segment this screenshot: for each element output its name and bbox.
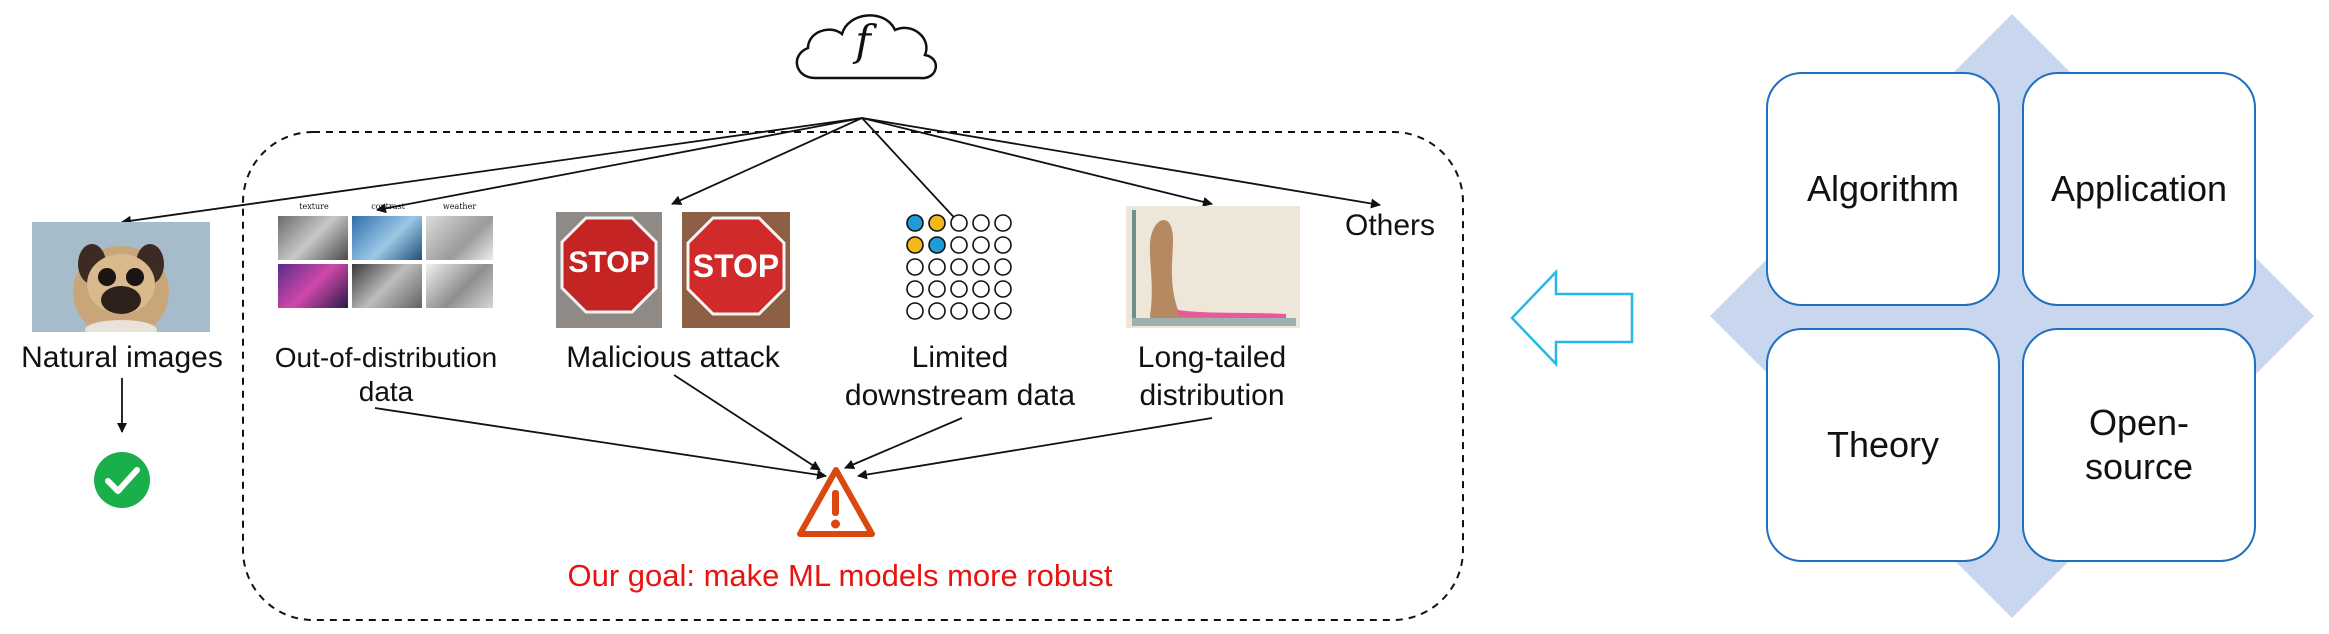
pillar-application-label: Application [2050,168,2228,209]
pillar-application: Application [2022,72,2256,306]
goal-text: Our goal: make ML models more robust [567,558,1113,593]
cloud-function-symbol: f [855,16,871,65]
pug-image [32,222,210,332]
ood-thumb-label: contrast [371,202,405,211]
check-icon [94,452,150,508]
arrow-to-natural [121,117,863,226]
arrow-to-others [861,117,1381,209]
label-ood-line2: data [358,376,414,407]
pillar-theory: Theory [1766,328,2000,562]
ood-thumb [352,216,422,260]
label-others: Others [1344,209,1436,242]
cloud-function-icon [795,14,937,80]
stop-sign-text: STOP [568,246,650,279]
ood-image-grid: texture contrast weather [278,202,493,310]
ood-thumb [426,216,493,260]
arrow-longtail-to-warning [857,417,1213,480]
label-limited-line2: downstream data [844,379,1076,412]
pillar-theory-label: Theory [1826,424,1940,465]
pillar-algorithm-label: Algorithm [1806,168,1960,209]
arrow-to-ood [376,117,863,214]
arrow-to-malicious [671,117,863,205]
long-tail-image [1126,206,1300,328]
pillar-algorithm: Algorithm [1766,72,2000,306]
stop-sign-image: STOP [682,212,790,328]
ood-thumb [352,264,422,308]
ood-thumb [426,264,493,308]
label-limited-line1: Limited [911,341,1009,374]
label-longtail-line2: distribution [1139,379,1285,412]
label-malicious-attack: Malicious attack [566,341,780,374]
arrow-limited-to-warning [844,417,963,470]
arrow-malicious-to-warning [673,374,821,471]
ood-thumb-label: weather [442,202,477,211]
ood-thumb [278,216,348,260]
label-natural-images: Natural images [21,341,223,374]
stop-sign-text: STOP [692,248,780,284]
warning-icon [797,467,875,537]
arrow-to-limited [861,117,963,227]
label-longtail-line1: Long-tailed [1137,341,1287,374]
stop-sign-image: STOP [556,212,662,328]
pillar-open-source: Open- source [2022,328,2256,562]
robustness-scope-box [242,131,1464,621]
label-ood-line1: Out-of-distribution [274,342,498,373]
ood-thumb-label: texture [299,202,329,211]
dot-grid-icon [906,214,1012,320]
pillar-open-source-line1: Open- [2088,402,2190,443]
left-arrow-icon [1510,268,1634,368]
ood-thumb [278,264,348,308]
pillar-open-source-line2: source [2084,446,2194,487]
arrow-to-longtail [861,117,1213,207]
arrow-ood-to-warning [374,407,827,480]
